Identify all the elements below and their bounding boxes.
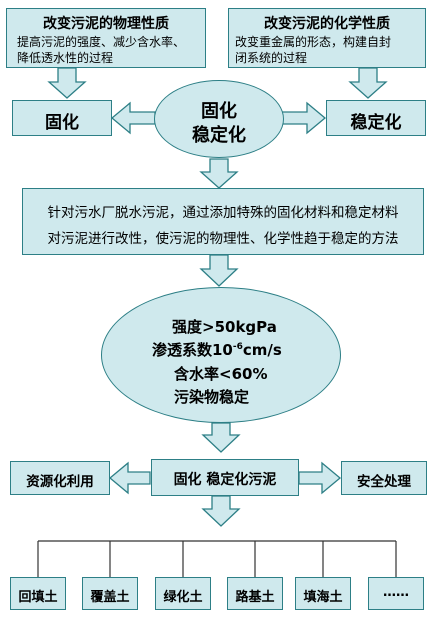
resource-utilization-label: 资源化利用: [26, 474, 94, 490]
use-box-cover: 覆盖土: [82, 577, 138, 610]
criteria-permeability-unit: cm/s: [242, 341, 282, 359]
solidification-label: 固化: [45, 113, 79, 133]
physical-property-box: 改变污泥的物理性质 提高污泥的强度、减少含水率、 降低透水性的过程: [6, 8, 206, 68]
center-oval: 固化 稳定化: [154, 80, 284, 158]
criteria-permeability: 渗透系数10-6cm/s: [152, 339, 282, 360]
arrow-right-middle: [298, 461, 342, 495]
chemical-property-title: 改变污泥的化学性质: [264, 16, 390, 32]
arrow-left-middle: [108, 461, 151, 495]
safe-disposal-box: 安全处理: [341, 461, 427, 495]
criteria-strength: 强度>50kgPa: [172, 318, 277, 336]
physical-property-desc-1: 提高污泥的强度、减少含水率、: [17, 35, 186, 49]
stabilization-box: 稳定化: [326, 100, 426, 136]
solidified-sludge-box: 固化 稳定化污泥: [151, 459, 299, 496]
arrow-right-oval: [281, 101, 327, 135]
criteria-permeability-exp: -6: [232, 342, 243, 352]
center-oval-line2: 稳定化: [192, 125, 246, 146]
definition-line1: 针对污水厂脱水污泥，通过添加特殊的固化材料和稳定材料: [47, 205, 399, 221]
arrow-down-criteria: [201, 422, 241, 453]
use-label-roadbed: 路基土: [235, 590, 275, 605]
definition-line2: 对污泥进行改性，使污泥的物理性、化学性趋于稳定的方法: [47, 231, 399, 247]
arrow-down-definition: [199, 254, 239, 287]
physical-property-title: 改变污泥的物理性质: [43, 16, 169, 32]
use-label-etc: ……: [383, 585, 409, 600]
criteria-ellipse: 强度>50kgPa 渗透系数10-6cm/s 含水率<60% 污染物稳定: [101, 287, 341, 423]
use-box-backfill: 回填土: [10, 577, 66, 610]
use-box-etc: ……: [368, 577, 424, 610]
arrow-left-oval: [110, 101, 156, 135]
criteria-pollutant: 污染物稳定: [174, 388, 250, 406]
arrow-down-right: [348, 67, 388, 99]
physical-property-desc-2: 降低透水性的过程: [17, 51, 114, 65]
arrow-down-middle: [201, 495, 241, 527]
use-label-greening: 绿化土: [163, 590, 203, 605]
criteria-permeability-prefix: 渗透系数10: [152, 341, 233, 359]
use-box-greening: 绿化土: [155, 577, 211, 610]
arrow-down-oval: [199, 158, 239, 189]
chemical-property-desc-2: 闭系统的过程: [235, 51, 308, 65]
criteria-moisture: 含水率<60%: [174, 365, 268, 383]
use-label-reclamation: 填海土: [303, 590, 343, 605]
solidification-box: 固化: [12, 100, 112, 136]
use-label-cover: 覆盖土: [90, 590, 130, 605]
use-label-backfill: 回填土: [18, 590, 58, 605]
center-oval-line1: 固化: [201, 101, 237, 122]
use-box-reclamation: 填海土: [295, 577, 351, 610]
resource-utilization-box: 资源化利用: [10, 461, 110, 495]
tree-connector: [37, 540, 397, 577]
chemical-property-desc-1: 改变重金属的形态，构建自封: [235, 35, 392, 49]
solidified-sludge-label: 固化 稳定化污泥: [173, 472, 277, 488]
stabilization-label: 稳定化: [350, 113, 402, 133]
definition-box: 针对污水厂脱水污泥，通过添加特殊的固化材料和稳定材料 对污泥进行改性，使污泥的物…: [22, 188, 424, 255]
safe-disposal-label: 安全处理: [357, 474, 411, 490]
use-box-roadbed: 路基土: [227, 577, 283, 610]
arrow-down-left: [47, 67, 87, 99]
chemical-property-box: 改变污泥的化学性质 改变重金属的形态，构建自封 闭系统的过程: [228, 8, 426, 68]
